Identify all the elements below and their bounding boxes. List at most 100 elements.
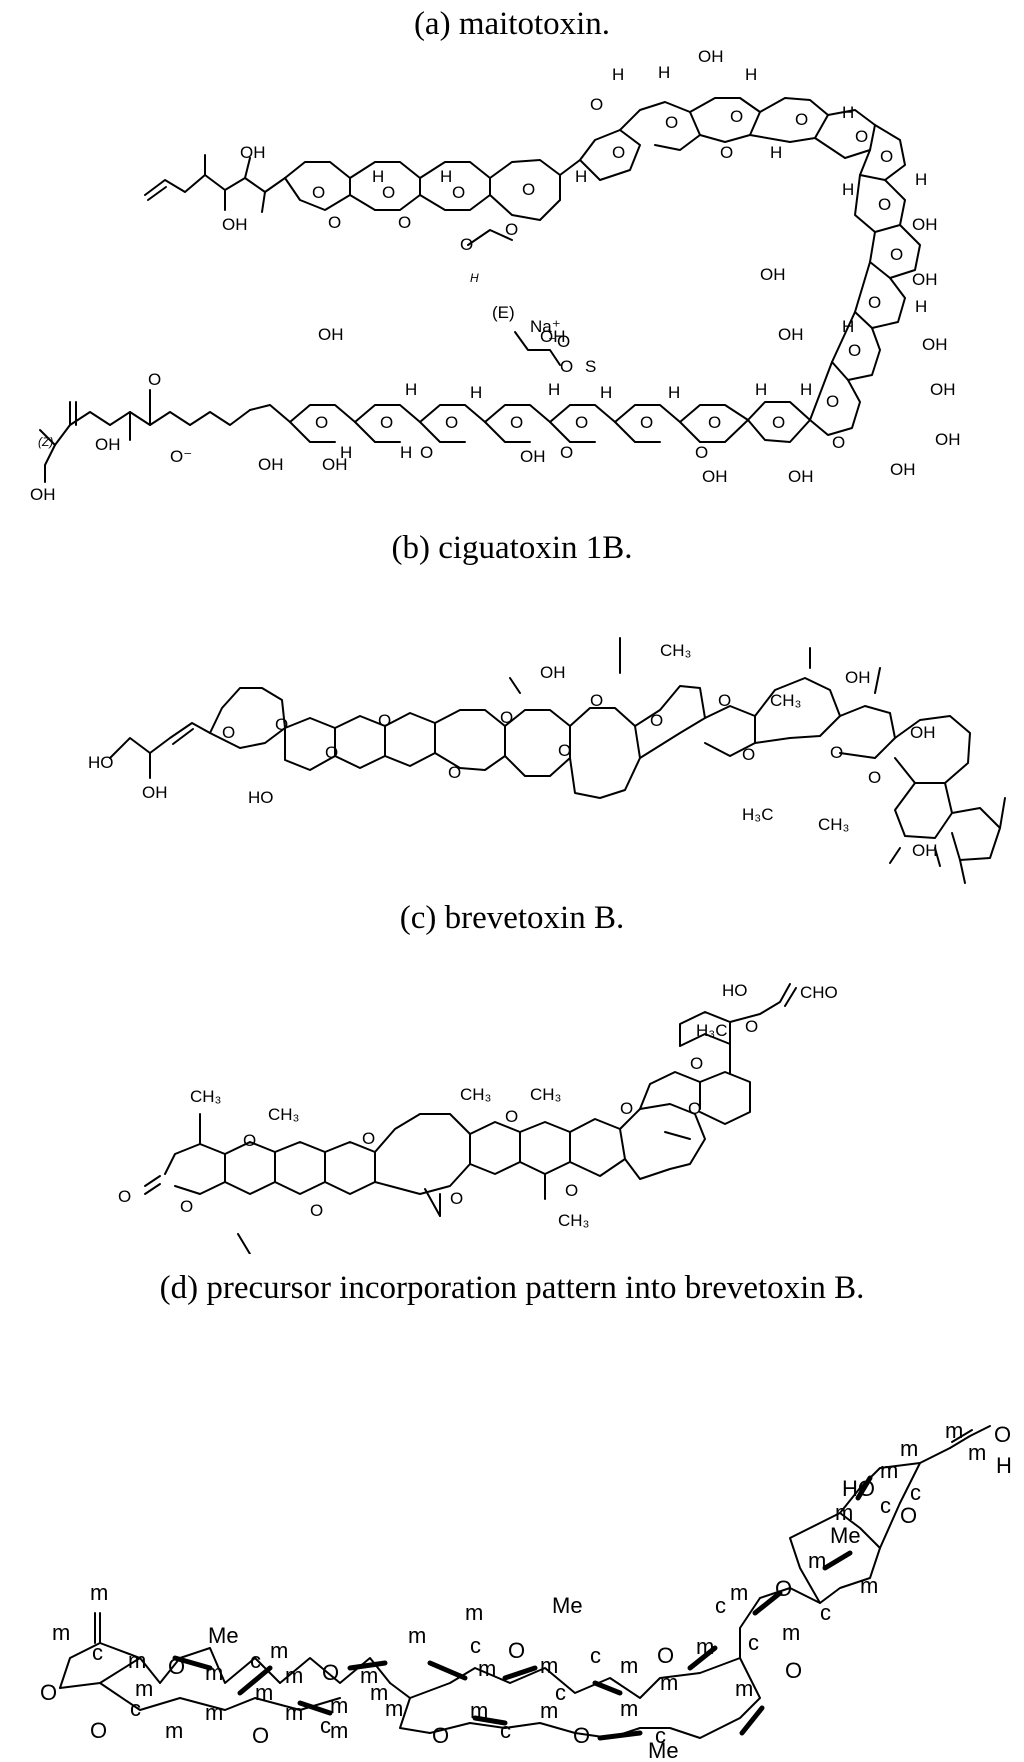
atom-label: O — [378, 711, 391, 730]
atom-label: m — [470, 1698, 488, 1723]
atom-label: c — [250, 1648, 261, 1673]
atom-label: O — [868, 293, 881, 312]
atom-label: O — [252, 1723, 269, 1748]
atom-label: H₃C — [696, 1021, 727, 1040]
atom-label: O — [505, 1107, 518, 1126]
atom-label: m — [270, 1638, 288, 1663]
atom-label: m — [835, 1500, 853, 1525]
atom-label: CH₃ — [460, 1085, 491, 1104]
atom-label: m — [165, 1718, 183, 1743]
atom-label: m — [465, 1600, 483, 1625]
atom-label: O — [500, 708, 513, 727]
atom-label: O — [880, 147, 893, 166]
atom-label: CHO — [800, 983, 838, 1002]
atom-label: O — [322, 1660, 339, 1685]
atom-label: O — [148, 370, 161, 389]
atom-label: H — [372, 167, 384, 186]
skeleton-bonds — [109, 637, 1006, 884]
atom-label: OH — [760, 265, 786, 284]
atom-label: Me — [552, 1593, 583, 1618]
atom-label: m — [205, 1700, 223, 1725]
structure-brevetoxin: HO CHO H₃C CH₃ CH₃ CH₃ CH₃ CH₃ O O O O O… — [118, 981, 838, 1254]
atom-label: O — [612, 143, 625, 162]
atom-label: O — [590, 691, 603, 710]
atom-label: O — [560, 443, 573, 462]
atom-label: OH — [922, 335, 948, 354]
atom-label: H — [915, 170, 927, 189]
atom-label: m — [370, 1680, 388, 1705]
atom-label: m — [205, 1660, 223, 1685]
atom-label: H — [575, 167, 587, 186]
atom-label: O — [510, 413, 523, 432]
atom-label: m — [478, 1656, 496, 1681]
atom-label: Me — [208, 1623, 239, 1648]
atom-label: OH — [778, 325, 804, 344]
atom-labels: HO OH HO OH OH OH OH O O O O O O O O O O… — [88, 641, 938, 860]
atom-label: OH — [930, 380, 956, 399]
atom-label: c — [655, 1723, 666, 1748]
atom-label: O — [450, 1189, 463, 1208]
atom-label: m — [330, 1718, 348, 1743]
atom-label: HO — [842, 1476, 875, 1501]
panel-ciguatoxin: (b) ciguatoxin 1B. HO — [0, 520, 1024, 900]
atom-label: H — [548, 380, 560, 399]
panel-maitotoxin: (a) maitotoxin. — [0, 0, 1024, 500]
atom-label: OH — [912, 270, 938, 289]
skeleton-bonds — [59, 1425, 991, 1739]
atom-label: H — [842, 180, 854, 199]
atom-label: OH — [322, 455, 348, 474]
atom-label: O — [432, 1723, 449, 1748]
atom-label: OH — [142, 783, 168, 802]
atom-label: H — [996, 1453, 1012, 1478]
atom-label: m — [135, 1676, 153, 1701]
atom-label: m — [255, 1680, 273, 1705]
atom-label: O⁻ — [170, 447, 192, 466]
atom-label: OH — [222, 215, 248, 234]
atom-label: H — [600, 383, 612, 402]
atom-label: O — [382, 183, 395, 202]
atom-label: O — [775, 1576, 792, 1601]
atom-label: OH — [845, 668, 871, 687]
atom-label: O — [657, 1643, 674, 1668]
atom-label: O — [508, 1638, 525, 1663]
atom-label: OH — [698, 50, 724, 66]
atom-label: HO — [88, 753, 114, 772]
atom-label: O — [168, 1654, 185, 1679]
atom-label: O — [742, 745, 755, 764]
atom-label: m — [285, 1700, 303, 1725]
atom-label: Na⁺ — [530, 317, 561, 336]
atom-label: m — [696, 1634, 714, 1659]
atom-label: H — [842, 317, 854, 336]
atom-label: OH — [788, 467, 814, 486]
atom-label: OH — [890, 460, 916, 479]
atom-labels: OH OH OH OH OH OH OH OH OH OH OH OH OH O… — [30, 50, 961, 500]
atom-label: O — [243, 1131, 256, 1150]
panel-caption: (b) ciguatoxin 1B. — [391, 530, 633, 566]
atom-label: m — [945, 1418, 963, 1443]
atom-label: m — [330, 1693, 348, 1718]
atom-label: H — [842, 103, 854, 122]
atom-label: H — [658, 63, 670, 82]
atom-label: c — [715, 1593, 726, 1618]
atom-label: O — [720, 143, 733, 162]
atom-label: OH — [702, 467, 728, 486]
atom-label: O — [448, 763, 461, 782]
atom-label: CH₃ — [818, 815, 849, 834]
atom-label: c — [555, 1680, 566, 1705]
atom-label: O — [380, 413, 393, 432]
atom-label: O — [312, 183, 325, 202]
atom-label: OH — [95, 435, 121, 454]
atom-label: H — [800, 380, 812, 399]
atom-label: O — [222, 723, 235, 742]
atom-label: m — [52, 1620, 70, 1645]
atom-label: H — [770, 143, 782, 162]
atom-label: OH — [258, 455, 284, 474]
atom-label: m — [540, 1698, 558, 1723]
atom-label: CH₃ — [268, 1105, 299, 1124]
atom-label: OH — [30, 485, 56, 500]
atom-label: (E) — [492, 303, 515, 322]
atom-label: S — [585, 357, 596, 376]
atom-label: ⁻O — [548, 332, 570, 351]
atom-label: m — [285, 1663, 303, 1688]
atom-label: O — [718, 691, 731, 710]
